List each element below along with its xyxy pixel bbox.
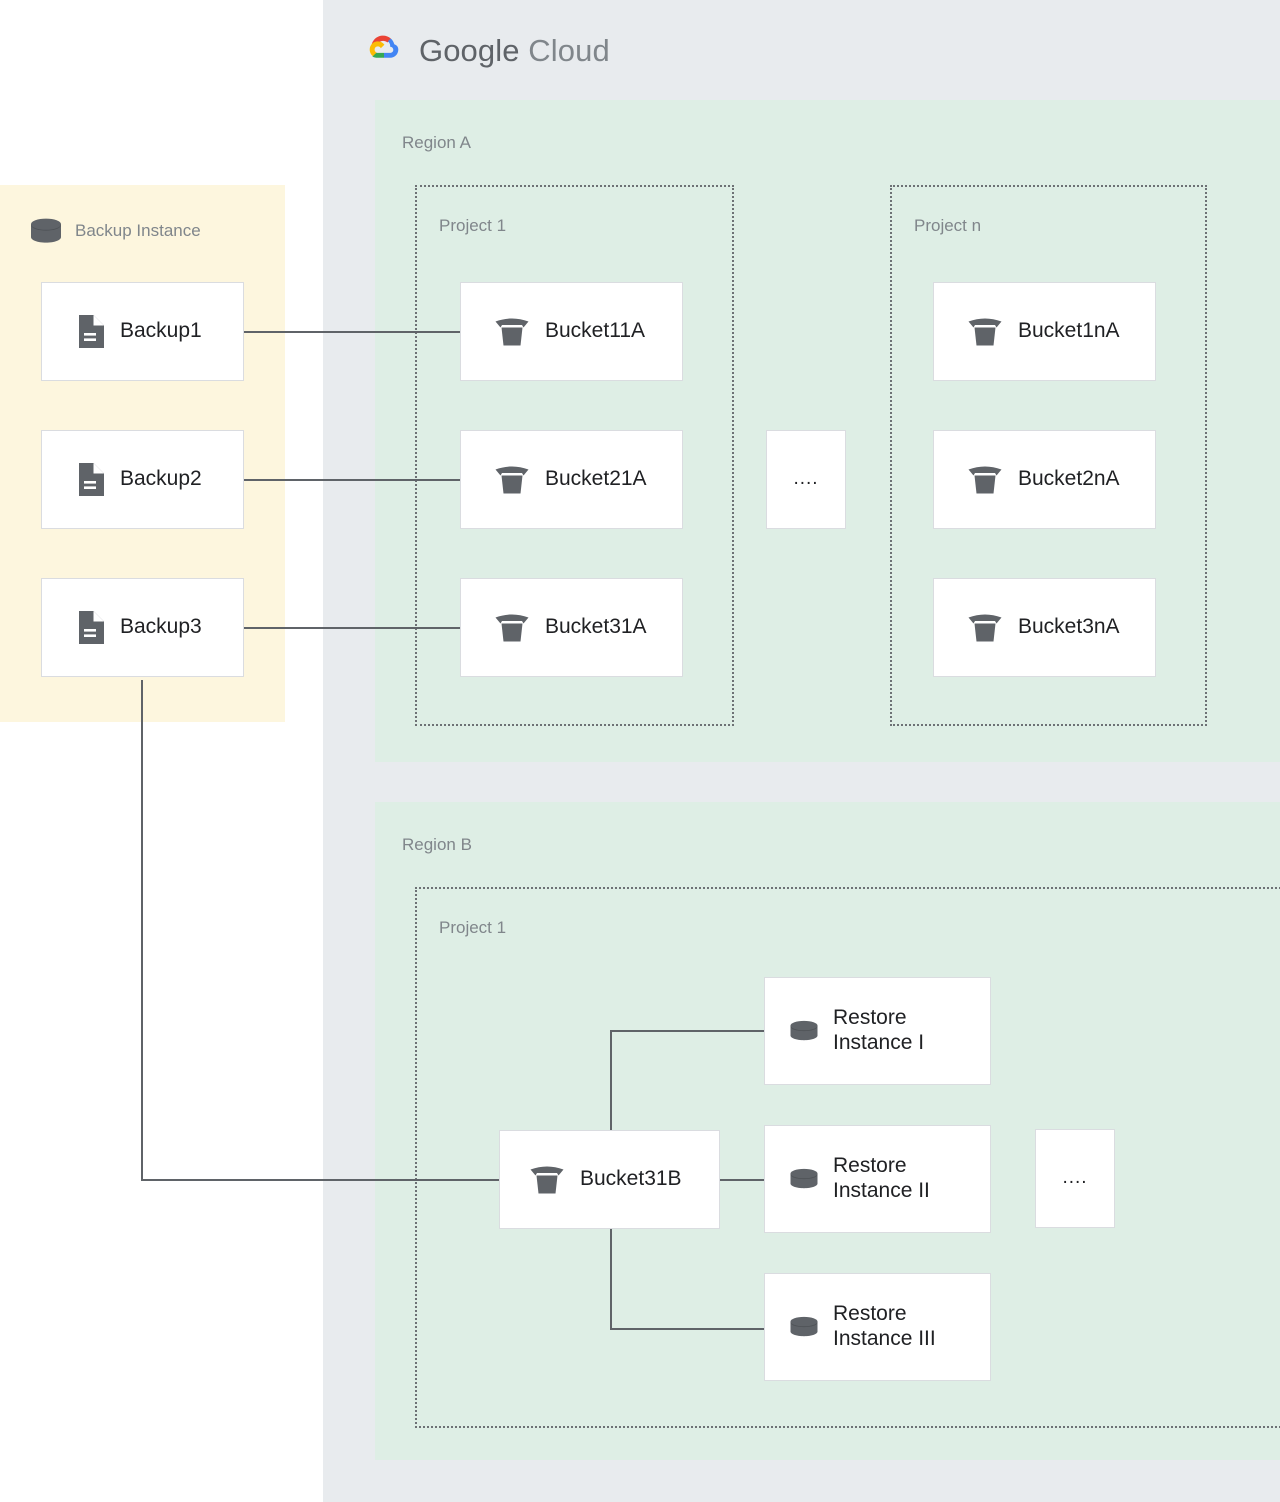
google-cloud-logo: Google Cloud bbox=[359, 28, 610, 74]
project-n-region-a: Project n bbox=[890, 185, 1207, 726]
connector-backup3-bucket31b-horizontal bbox=[141, 1179, 501, 1181]
project-1-region-b: Project 1 bbox=[415, 887, 1280, 1428]
backup-card-backup3[interactable]: Backup3 bbox=[41, 578, 244, 677]
bucket11a-content: Bucket11A bbox=[461, 317, 645, 347]
bucket31a-content: Bucket31A bbox=[461, 613, 647, 643]
storage-bucket-icon bbox=[495, 317, 529, 347]
restore-instance-card-i[interactable]: Restore Instance I bbox=[764, 977, 991, 1085]
backup-instance-title: Backup Instance bbox=[75, 221, 201, 240]
connector-bucket31b-restore3-horizontal bbox=[610, 1328, 765, 1330]
document-icon bbox=[76, 611, 104, 644]
bucket21a-content: Bucket21A bbox=[461, 465, 647, 495]
bucket3na-label: Bucket3nA bbox=[1018, 615, 1120, 639]
wordmark-cloud: Cloud bbox=[519, 33, 610, 68]
storage-bucket-icon bbox=[968, 465, 1002, 495]
connector-backup3-bucket31b-vertical bbox=[141, 680, 143, 1181]
bucket2na-label: Bucket2nA bbox=[1018, 467, 1120, 491]
backup2-content: Backup2 bbox=[42, 463, 202, 496]
region-b-label: Region B bbox=[402, 835, 472, 854]
google-cloud-wordmark: Google Cloud bbox=[419, 33, 610, 69]
document-icon bbox=[76, 463, 104, 496]
connector-bucket31b-restore3-vertical bbox=[610, 1228, 612, 1330]
bucket-card-bucket11a[interactable]: Bucket11A bbox=[460, 282, 683, 381]
ellipsis-region-a-label: .... bbox=[793, 468, 819, 490]
backup1-label: Backup1 bbox=[120, 319, 202, 343]
database-cylinder-icon bbox=[789, 1168, 819, 1190]
backup-instance-header: Backup Instance bbox=[29, 218, 201, 244]
storage-bucket-icon bbox=[968, 317, 1002, 347]
backup1-content: Backup1 bbox=[42, 315, 202, 348]
storage-bucket-icon bbox=[495, 465, 529, 495]
bucket11a-label: Bucket11A bbox=[545, 319, 646, 343]
backup-card-backup1[interactable]: Backup1 bbox=[41, 282, 244, 381]
backup3-label: Backup3 bbox=[120, 615, 202, 639]
restore-instance-ii-label: Restore Instance II bbox=[833, 1154, 930, 1202]
region-a-label: Region A bbox=[402, 133, 471, 152]
database-cylinder-icon bbox=[789, 1316, 819, 1338]
project-1-region-a-label: Project 1 bbox=[439, 216, 507, 235]
ellipsis-card-region-b: .... bbox=[1035, 1129, 1115, 1228]
restore-instance-card-iii[interactable]: Restore Instance III bbox=[764, 1273, 991, 1381]
bucket2na-content: Bucket2nA bbox=[934, 465, 1120, 495]
google-cloud-logo-icon bbox=[359, 28, 405, 74]
connector-backup1-bucket11a bbox=[244, 331, 461, 333]
connector-bucket31b-restore1-vertical bbox=[610, 1030, 612, 1130]
project-n-region-a-label: Project n bbox=[914, 216, 982, 235]
bucket-card-bucket2na[interactable]: Bucket2nA bbox=[933, 430, 1156, 529]
storage-bucket-icon bbox=[968, 613, 1002, 643]
restore-instance-iii-content: Restore Instance III bbox=[765, 1302, 936, 1352]
bucket31b-label: Bucket31B bbox=[580, 1167, 682, 1191]
ellipsis-card-region-a: .... bbox=[766, 430, 846, 529]
restore-instance-iii-label: Restore Instance III bbox=[833, 1302, 936, 1350]
bucket-card-bucket1na[interactable]: Bucket1nA bbox=[933, 282, 1156, 381]
database-cylinder-icon bbox=[789, 1020, 819, 1042]
storage-bucket-icon bbox=[530, 1165, 564, 1195]
restore-instance-ii-content: Restore Instance II bbox=[765, 1154, 930, 1204]
backup2-label: Backup2 bbox=[120, 467, 202, 491]
bucket1na-label: Bucket1nA bbox=[1018, 319, 1120, 343]
backup-card-backup2[interactable]: Backup2 bbox=[41, 430, 244, 529]
bucket-card-bucket3na[interactable]: Bucket3nA bbox=[933, 578, 1156, 677]
restore-instance-i-content: Restore Instance I bbox=[765, 1006, 924, 1056]
bucket1na-content: Bucket1nA bbox=[934, 317, 1120, 347]
connector-backup2-bucket21a bbox=[244, 479, 461, 481]
connector-bucket31b-restore2 bbox=[720, 1179, 765, 1181]
database-cylinder-icon bbox=[29, 218, 63, 244]
bucket-card-bucket31b[interactable]: Bucket31B bbox=[499, 1130, 720, 1229]
connector-bucket31b-restore1-horizontal bbox=[610, 1030, 765, 1032]
project-1-region-a: Project 1 bbox=[415, 185, 734, 726]
wordmark-google: Google bbox=[419, 33, 520, 68]
bucket3na-content: Bucket3nA bbox=[934, 613, 1120, 643]
storage-bucket-icon bbox=[495, 613, 529, 643]
ellipsis-region-b-label: .... bbox=[1062, 1167, 1088, 1189]
restore-instance-i-label: Restore Instance I bbox=[833, 1006, 925, 1054]
connector-backup3-bucket31a bbox=[244, 627, 461, 629]
restore-instance-card-ii[interactable]: Restore Instance II bbox=[764, 1125, 991, 1233]
bucket31a-label: Bucket31A bbox=[545, 615, 647, 639]
bucket21a-label: Bucket21A bbox=[545, 467, 647, 491]
bucket31b-content: Bucket31B bbox=[500, 1165, 682, 1195]
bucket-card-bucket31a[interactable]: Bucket31A bbox=[460, 578, 683, 677]
document-icon bbox=[76, 315, 104, 348]
backup3-content: Backup3 bbox=[42, 611, 202, 644]
bucket-card-bucket21a[interactable]: Bucket21A bbox=[460, 430, 683, 529]
project-1-region-b-label: Project 1 bbox=[439, 918, 507, 937]
